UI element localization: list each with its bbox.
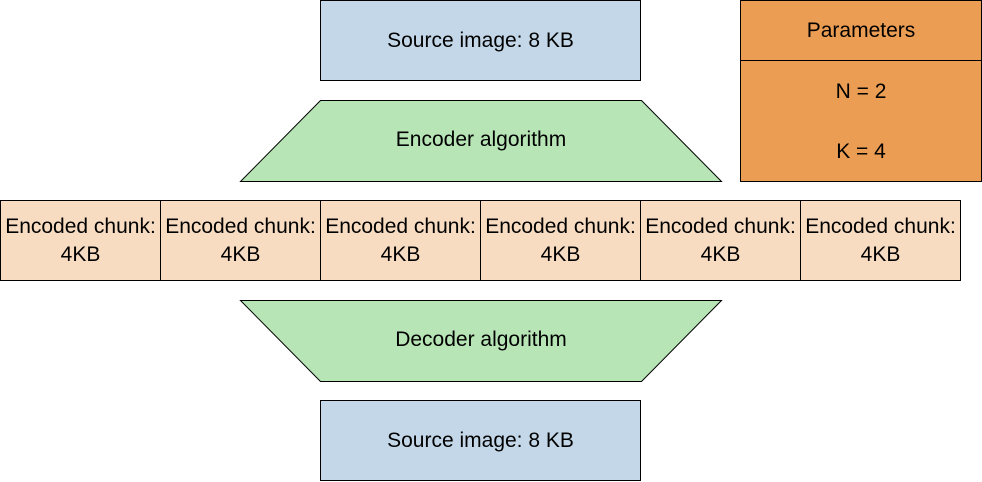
encoded-chunk-4: Encoded chunk: 4KB — [480, 200, 641, 281]
parameters-panel: Parameters N = 2 K = 4 — [740, 0, 982, 182]
source-image-top: Source image: 8 KB — [320, 0, 641, 81]
encoded-chunk-1: Encoded chunk: 4KB — [0, 200, 161, 281]
encoded-chunk-5-label: Encoded chunk: 4KB — [645, 214, 796, 266]
parameter-k: K = 4 — [836, 140, 886, 163]
encoder-trapezoid — [239, 100, 723, 182]
encoded-chunk-2: Encoded chunk: 4KB — [160, 200, 321, 281]
encoded-chunk-6: Encoded chunk: 4KB — [800, 200, 961, 281]
decoder-trapezoid — [239, 300, 723, 382]
decoder-shape — [239, 300, 723, 382]
source-image-top-label: Source image: 8 KB — [387, 28, 574, 52]
encoded-chunk-6-label: Encoded chunk: 4KB — [805, 214, 956, 266]
decoder-label: Decoder algorithm — [395, 328, 567, 351]
encoded-chunk-3: Encoded chunk: 4KB — [320, 200, 481, 281]
parameter-n: N = 2 — [835, 80, 887, 103]
encoded-chunk-3-label: Encoded chunk: 4KB — [325, 214, 476, 266]
encoded-chunk-4-label: Encoded chunk: 4KB — [485, 214, 636, 266]
source-image-bottom: Source image: 8 KB — [320, 400, 641, 481]
parameters-header: Parameters — [741, 1, 981, 61]
encoder-label: Encoder algorithm — [395, 128, 567, 151]
source-image-bottom-label: Source image: 8 KB — [387, 428, 574, 452]
encoded-chunk-5: Encoded chunk: 4KB — [640, 200, 801, 281]
encoded-chunk-2-label: Encoded chunk: 4KB — [165, 214, 316, 266]
encoder-shape — [239, 100, 723, 182]
encoded-chunk-1-label: Encoded chunk: 4KB — [5, 214, 156, 266]
parameters-title: Parameters — [806, 18, 916, 42]
